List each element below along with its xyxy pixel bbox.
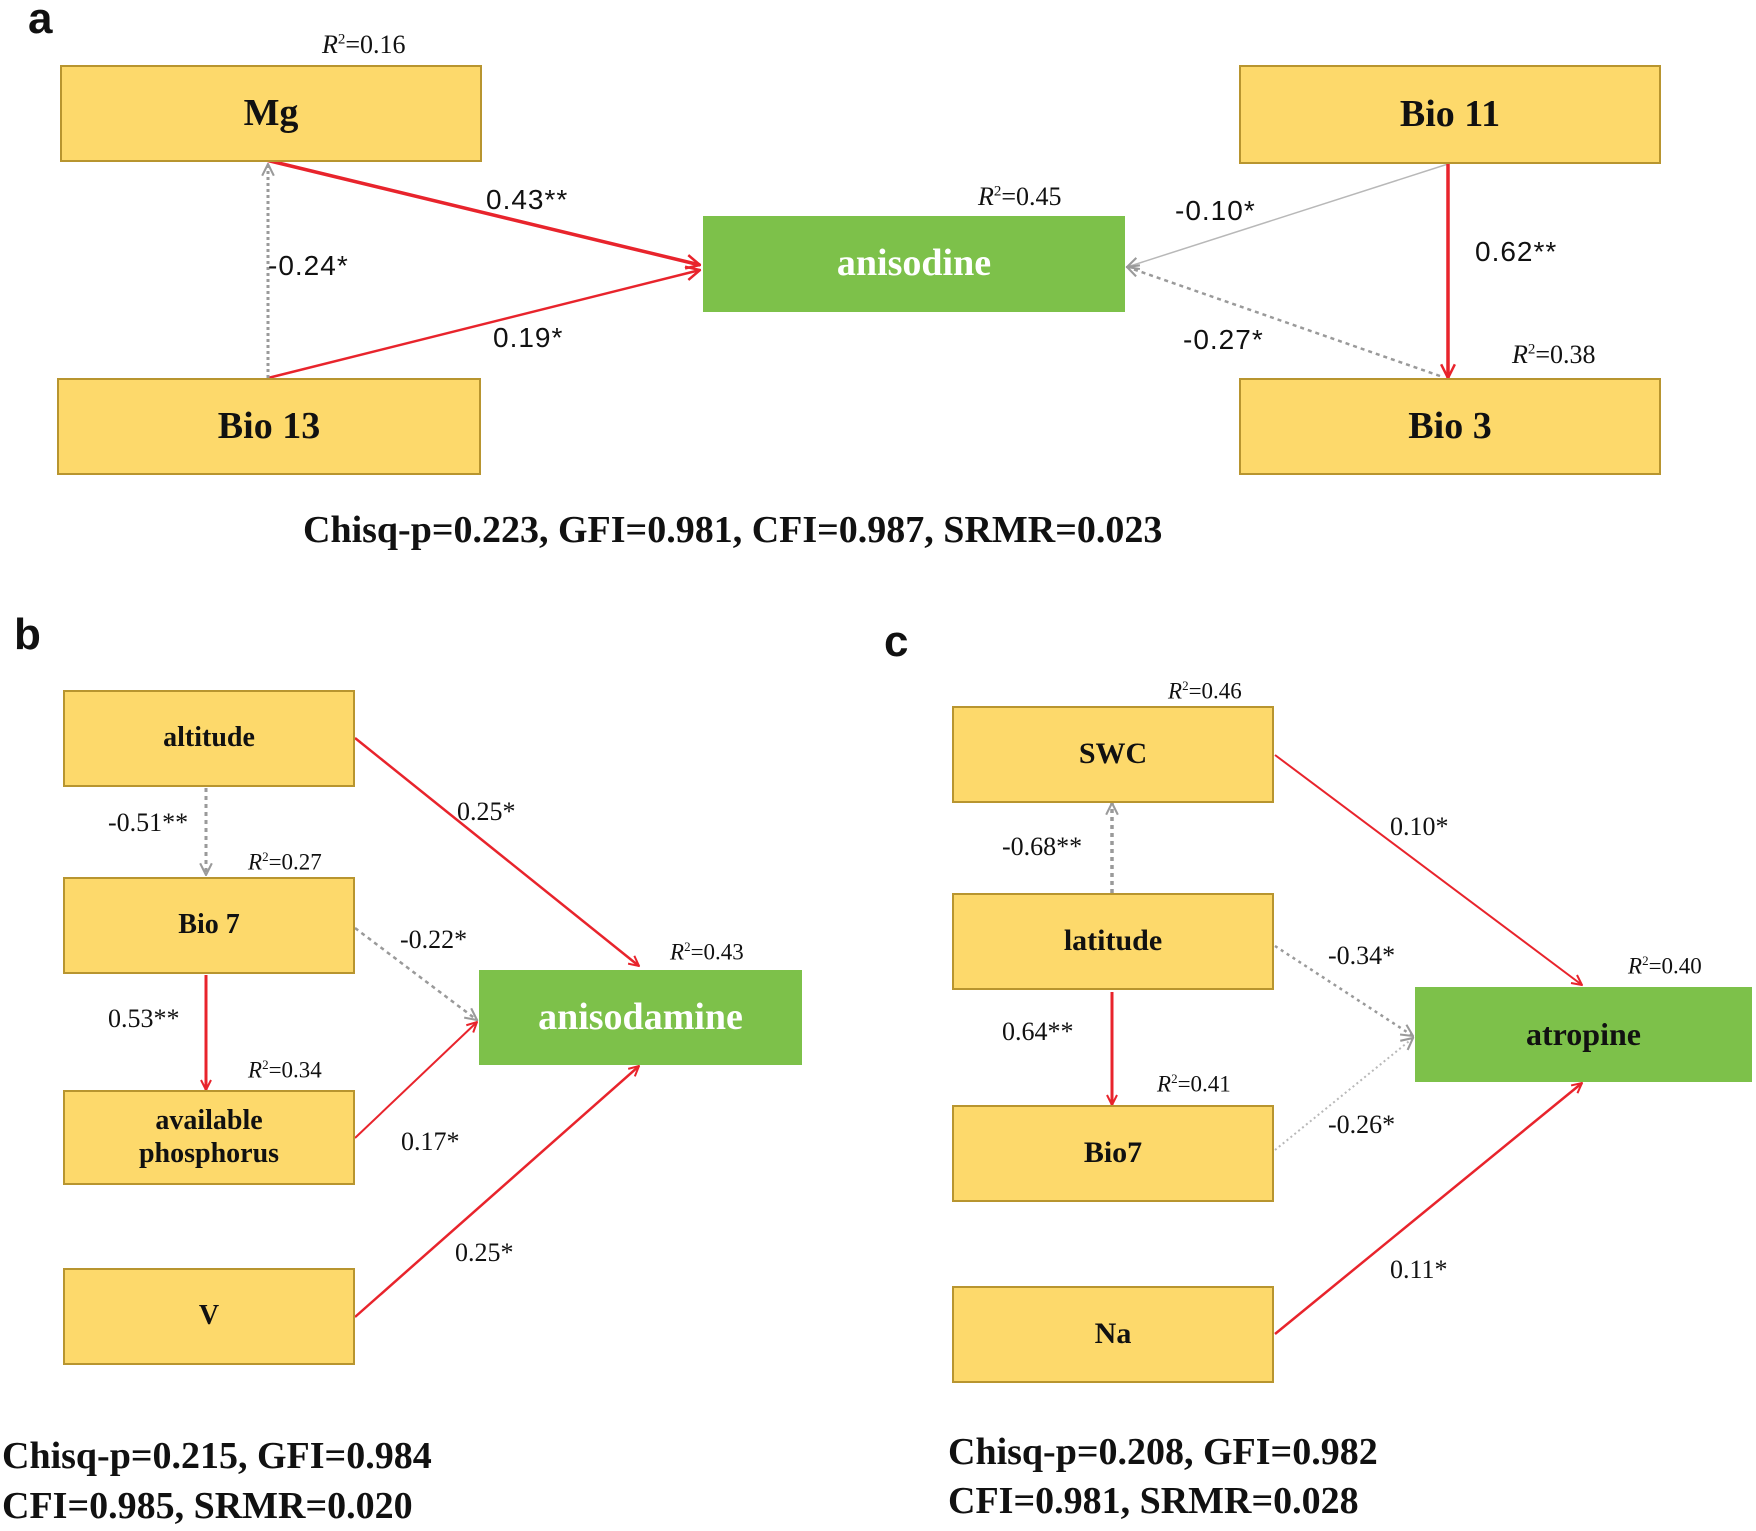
r2-anisodamine: R2=0.43 (670, 939, 744, 965)
coef-bio7-anisodamine: -0.22* (400, 925, 468, 954)
path-mg-anisodine (265, 158, 700, 265)
coef-swc-atropine: 0.10* (1390, 812, 1449, 841)
r2-mg: R2=0.16 (322, 30, 406, 59)
node-na-label: Na (1094, 1317, 1132, 1351)
node-bio3: Bio 3 (1239, 378, 1661, 475)
path-bio3-anisodine (1127, 267, 1441, 378)
fit-stats-a: Chisq-p=0.223, GFI=0.981, CFI=0.987, SRM… (303, 509, 1163, 551)
node-atropine-label: atropine (1526, 1016, 1641, 1053)
coef-bio7-phosphorus: 0.53** (108, 1004, 180, 1033)
r2-anisodine: R2=0.45 (978, 182, 1062, 211)
node-altitude: altitude (63, 690, 355, 787)
fit-stats-b-line1: Chisq-p=0.215, GFI=0.984 (2, 1435, 432, 1477)
coef-mg-anisodine: 0.43** (486, 184, 569, 215)
node-v-label: V (198, 1300, 220, 1332)
node-mg-label: Mg (243, 91, 299, 134)
coef-altitude-anisodamine: 0.25* (457, 797, 516, 826)
coef-altitude-bio7: -0.51** (108, 808, 189, 837)
path-swc-atropine (1274, 754, 1582, 985)
r2-phosphorus: R2=0.34 (248, 1057, 322, 1083)
coef-bio11-bio3: 0.62** (1475, 236, 1558, 267)
node-bio3-label: Bio 3 (1408, 404, 1492, 447)
node-swc: SWC (952, 706, 1274, 803)
coef-bio3-anisodine: -0.27* (1183, 324, 1264, 355)
node-swc-label: SWC (1078, 737, 1148, 771)
fit-stats-c-line2: CFI=0.981, SRMR=0.028 (948, 1480, 1359, 1522)
node-v: V (63, 1268, 355, 1365)
node-bio13-label: Bio 13 (217, 404, 321, 447)
node-phosphorus-line2: phosphorus (138, 1137, 280, 1169)
coef-v-anisodamine: 0.25* (455, 1238, 514, 1267)
r2-bio7-b: R2=0.27 (248, 849, 322, 875)
node-latitude-label: latitude (1063, 924, 1163, 958)
coef-bio13-mg: -0.24* (268, 250, 349, 281)
coef-latitude-bio7: 0.64** (1002, 1017, 1074, 1046)
node-bio7-b-label: Bio 7 (178, 909, 240, 941)
coef-latitude-atropine: -0.34* (1328, 941, 1396, 970)
node-bio13: Bio 13 (57, 378, 481, 475)
node-phosphorus-line1: available (155, 1105, 263, 1137)
node-bio7-b: Bio 7 (63, 877, 355, 974)
panel-a-letter: a (28, 0, 53, 43)
node-atropine: atropine (1415, 987, 1752, 1082)
node-anisodine: anisodine (703, 216, 1125, 312)
r2-swc: R2=0.46 (1168, 678, 1242, 704)
node-anisodine-label: anisodine (836, 242, 992, 285)
panel-b-letter: b (14, 610, 41, 659)
r2-bio3: R2=0.38 (1512, 340, 1596, 369)
coef-latitude-swc: -0.68** (1002, 832, 1083, 861)
node-latitude: latitude (952, 893, 1274, 990)
node-bio7-c: Bio7 (952, 1105, 1274, 1202)
fit-stats-b-line2: CFI=0.985, SRMR=0.020 (2, 1485, 413, 1527)
path-bio13-anisodine (267, 270, 700, 380)
node-bio11: Bio 11 (1239, 65, 1661, 164)
coef-bio7-atropine: -0.26* (1328, 1110, 1396, 1139)
path-na-atropine (1274, 1083, 1582, 1335)
node-anisodamine: anisodamine (479, 970, 802, 1065)
r2-bio7-c: R2=0.41 (1157, 1071, 1231, 1097)
path-v-anisodamine (354, 1066, 639, 1318)
node-bio7-c-label: Bio7 (1083, 1136, 1143, 1170)
coef-phosphorus-anisodamine: 0.17* (401, 1127, 460, 1156)
node-anisodamine-label: anisodamine (538, 995, 743, 1038)
path-phosphorus-anisodamine (354, 1022, 477, 1139)
panel-c-letter: c (884, 617, 909, 666)
path-bio11-anisodine (1127, 163, 1449, 267)
path-altitude-anisodamine (354, 737, 639, 966)
node-mg: Mg (60, 65, 482, 162)
node-available-phosphorus: available phosphorus (63, 1090, 355, 1185)
coef-bio13-anisodine: 0.19* (493, 322, 564, 353)
fit-stats-c-line1: Chisq-p=0.208, GFI=0.982 (948, 1431, 1378, 1473)
node-bio11-label: Bio 11 (1399, 92, 1501, 135)
coef-na-atropine: 0.11* (1390, 1255, 1448, 1284)
coef-bio11-anisodine: -0.10* (1175, 195, 1256, 226)
r2-atropine: R2=0.40 (1628, 953, 1702, 979)
path-bio7-anisodamine (354, 927, 477, 1020)
node-na: Na (952, 1286, 1274, 1383)
node-altitude-label: altitude (163, 722, 255, 754)
